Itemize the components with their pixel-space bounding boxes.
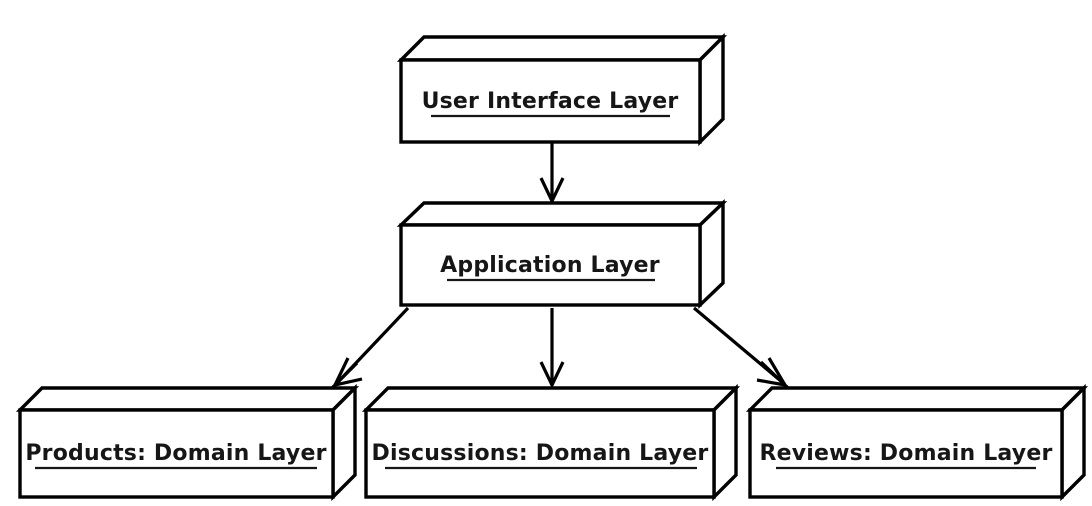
- node-label: User Interface Layer: [422, 89, 679, 114]
- box-front-face: [748, 408, 1064, 499]
- box-right-face: [331, 383, 357, 502]
- box-top-face: [361, 386, 741, 412]
- node-products-domain-layer[interactable]: Products: Domain Layer: [15, 383, 360, 502]
- node-label: Products: Domain Layer: [25, 441, 326, 466]
- node-application-layer[interactable]: Application Layer: [396, 199, 728, 309]
- connector-application-to-discussions[interactable]: [539, 308, 565, 389]
- box-top-face: [396, 35, 728, 62]
- connector-application-to-products[interactable]: [329, 306, 410, 388]
- box-right-face: [712, 383, 738, 502]
- box-top-face: [15, 386, 360, 412]
- node-ui-layer[interactable]: User Interface Layer: [396, 32, 728, 147]
- arrowhead-icon: [539, 177, 565, 205]
- node-label: Reviews: Domain Layer: [759, 441, 1052, 466]
- box-front-face: [18, 408, 335, 499]
- node-reviews-domain-layer[interactable]: Reviews: Domain Layer: [745, 383, 1089, 502]
- box-top-face: [396, 201, 728, 227]
- node-discussions-domain-layer[interactable]: Discussions: Domain Layer: [361, 383, 741, 502]
- arrowhead-icon: [539, 361, 565, 389]
- box-front-face: [364, 408, 716, 499]
- connector-group: [329, 142, 790, 389]
- box-front-face: [399, 58, 702, 144]
- box-top-face: [745, 386, 1089, 412]
- node-label: Discussions: Domain Layer: [372, 441, 709, 466]
- box-front-face: [399, 223, 702, 307]
- connector-ui-to-application[interactable]: [539, 142, 565, 205]
- node-label: Application Layer: [440, 253, 660, 278]
- arrowhead-barb: [767, 357, 787, 386]
- connector-application-to-reviews[interactable]: [692, 306, 790, 388]
- arrowhead-barb: [333, 357, 350, 386]
- box-right-face: [1060, 383, 1086, 502]
